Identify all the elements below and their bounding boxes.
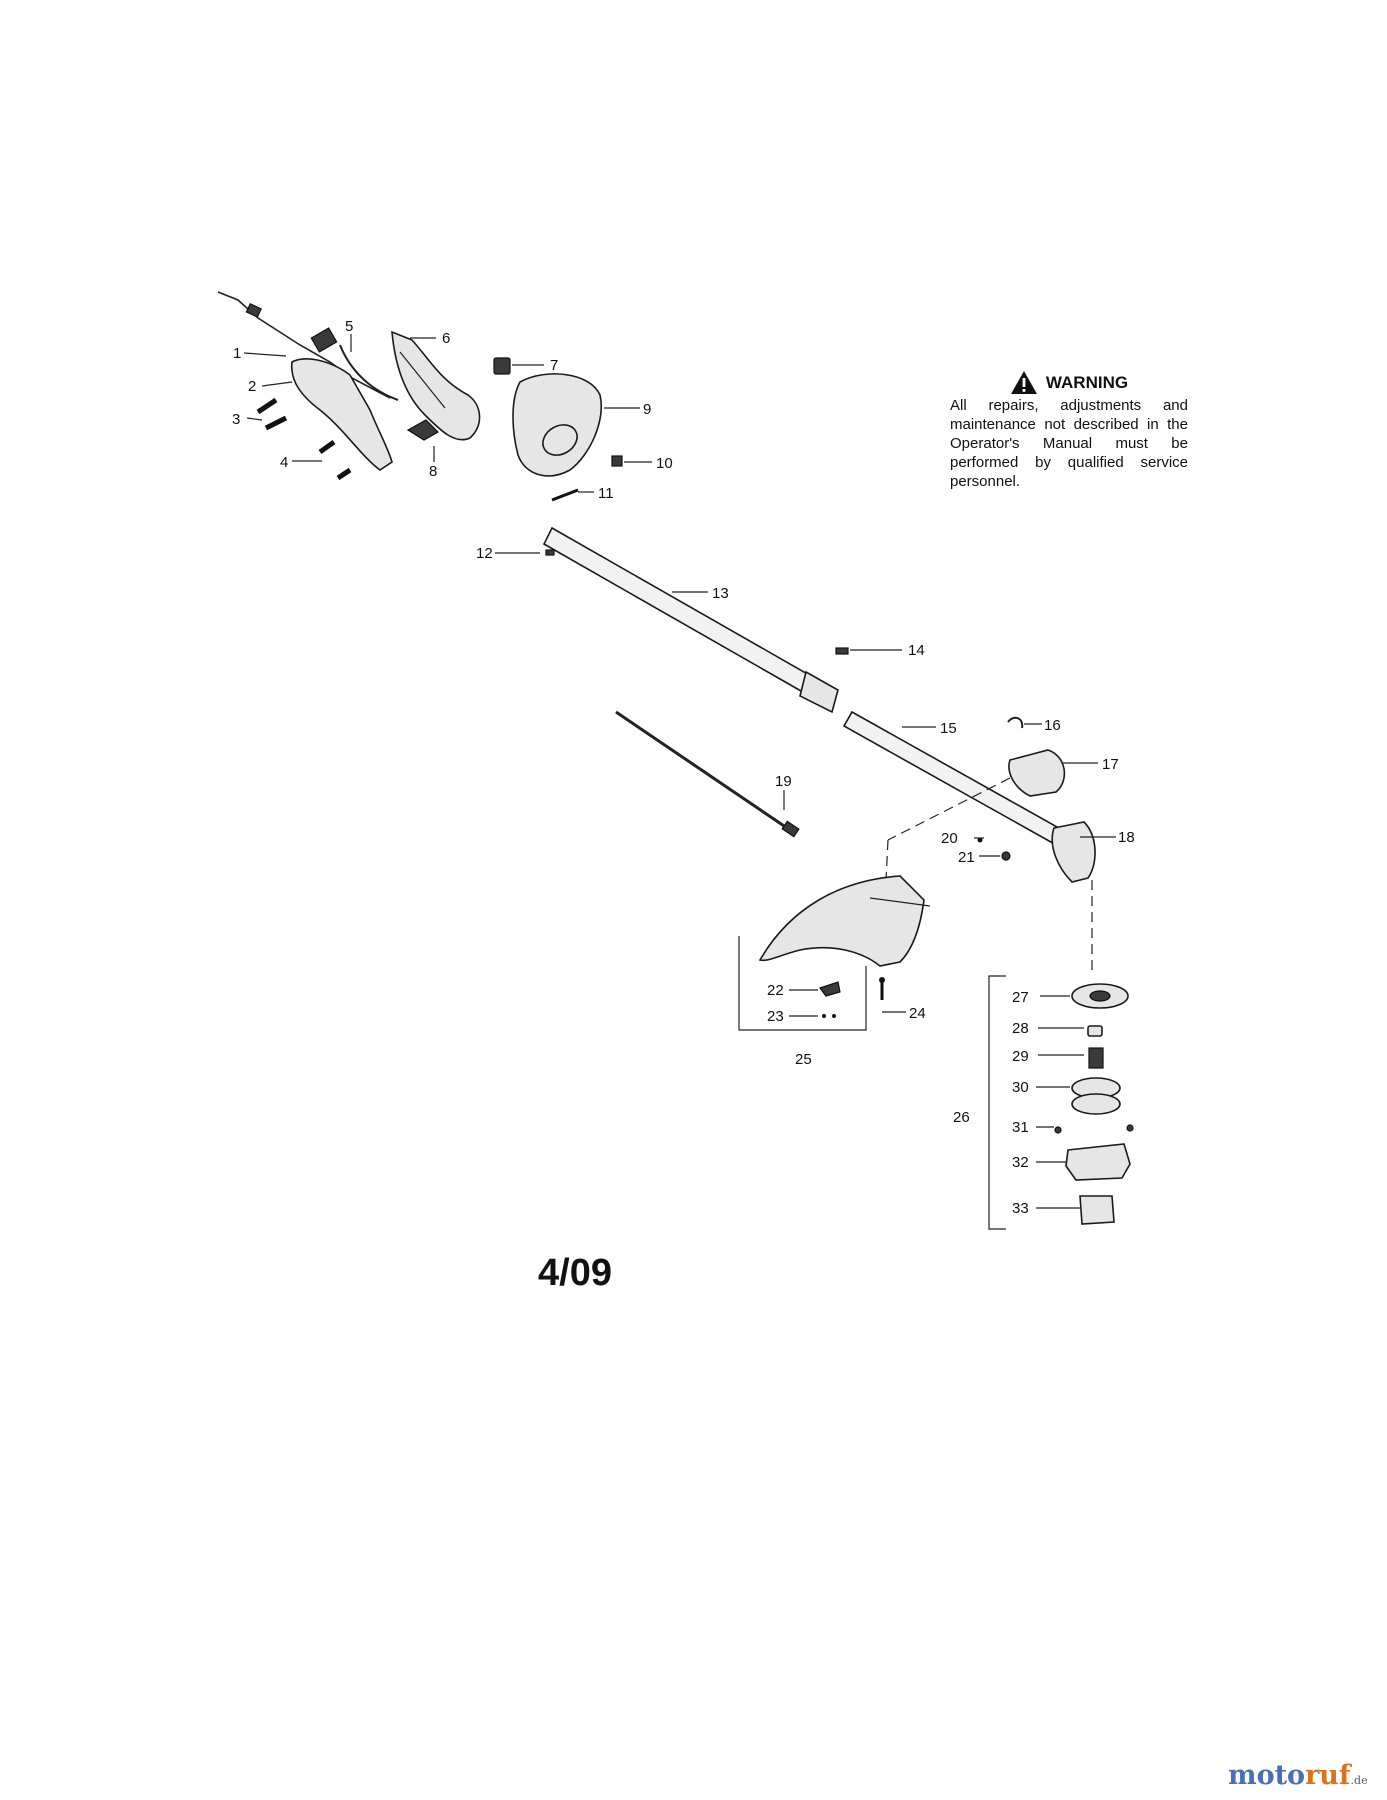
callout-3: 3 [232, 411, 240, 428]
callout-8: 8 [429, 463, 437, 480]
part-4-screws [318, 439, 352, 481]
callout-12: 12 [476, 545, 493, 562]
part-19-drive-cable [615, 710, 800, 838]
part-6-handle-housing [391, 330, 481, 441]
callout-9: 9 [643, 401, 651, 418]
part-28-eyelet [1087, 1025, 1103, 1037]
callout-19: 19 [775, 773, 792, 790]
callout-25: 25 [795, 1051, 812, 1068]
part-13-upper-shaft [542, 526, 839, 714]
callout-5: 5 [345, 318, 353, 335]
part-3-screws [256, 397, 288, 431]
warning-triangle-icon [1010, 371, 1037, 394]
callout-1: 1 [233, 345, 241, 362]
part-8-trigger [406, 419, 439, 441]
assembly-line [885, 839, 889, 881]
callout-20: 20 [941, 830, 958, 847]
watermark-part2: ruf [1305, 1760, 1351, 1791]
part-18-gearhead [1051, 821, 1096, 883]
callouts: 1 2 3 4 5 6 7 8 9 10 11 12 13 14 15 16 1… [232, 318, 1135, 1217]
part-27-spool-cover [1071, 983, 1129, 1009]
part-32-housing [1065, 1143, 1131, 1181]
part-21-nut [1001, 851, 1011, 861]
callout-14: 14 [908, 642, 925, 659]
part-12-pin [545, 549, 555, 556]
callout-28: 28 [1012, 1020, 1029, 1037]
callout-22: 22 [767, 982, 784, 999]
watermark-tld: .de [1350, 1774, 1368, 1787]
group-bracket-25 [738, 936, 867, 1031]
part-10-screw [611, 455, 623, 467]
part-30-spool [1071, 1077, 1121, 1115]
warning-title: WARNING [950, 370, 1188, 395]
callout-27: 27 [1012, 989, 1029, 1006]
callout-30: 30 [1012, 1079, 1029, 1096]
callout-10: 10 [656, 455, 673, 472]
part-9-rear-cover [512, 373, 602, 477]
callout-2: 2 [248, 378, 256, 395]
assembly-line [887, 777, 1011, 841]
part-29-spring [1088, 1047, 1104, 1069]
part-20-screw [977, 837, 983, 843]
part-11-pin [551, 488, 579, 502]
leader-lines [243, 334, 1116, 1209]
part-31-eyelets [1054, 1124, 1134, 1134]
part-17-handle-bracket [1008, 749, 1066, 797]
part-24-screw [879, 977, 885, 1000]
warning-body: All repairs, adjustments and maintenance… [950, 397, 1188, 490]
watermark-logo: motoruf.de [1228, 1760, 1368, 1791]
callout-4: 4 [280, 454, 288, 471]
callout-13: 13 [712, 585, 729, 602]
part-33-knob [1079, 1195, 1115, 1225]
part-14-screw [835, 647, 849, 655]
part-22-blade [819, 981, 841, 997]
callout-15: 15 [940, 720, 957, 737]
callout-11: 11 [598, 485, 614, 502]
callout-31: 31 [1012, 1119, 1029, 1136]
callout-33: 33 [1012, 1200, 1029, 1217]
warning-notice: WARNING All repairs, adjustments and mai… [950, 370, 1188, 491]
callout-26: 26 [953, 1109, 970, 1126]
callout-6: 6 [442, 330, 450, 347]
part-7-knob [493, 357, 511, 375]
callout-7: 7 [550, 357, 558, 374]
part-2-handle-half [291, 358, 393, 471]
callout-17: 17 [1102, 756, 1119, 773]
callout-23: 23 [767, 1008, 784, 1025]
watermark-part1: moto [1228, 1760, 1306, 1791]
callout-21: 21 [958, 849, 975, 866]
group-bracket-26 [988, 975, 1006, 1230]
warning-title-text: WARNING [1045, 373, 1129, 392]
part-5-switch [310, 327, 399, 401]
part-25-guard-assembly [758, 875, 931, 967]
callout-18: 18 [1118, 829, 1135, 846]
callout-24: 24 [909, 1005, 926, 1022]
callout-32: 32 [1012, 1154, 1029, 1171]
callout-16: 16 [1044, 717, 1061, 734]
date-code: 4/09 [538, 1252, 612, 1294]
part-16-clip [1007, 716, 1024, 729]
part-23-screws [822, 1014, 836, 1018]
callout-29: 29 [1012, 1048, 1029, 1065]
